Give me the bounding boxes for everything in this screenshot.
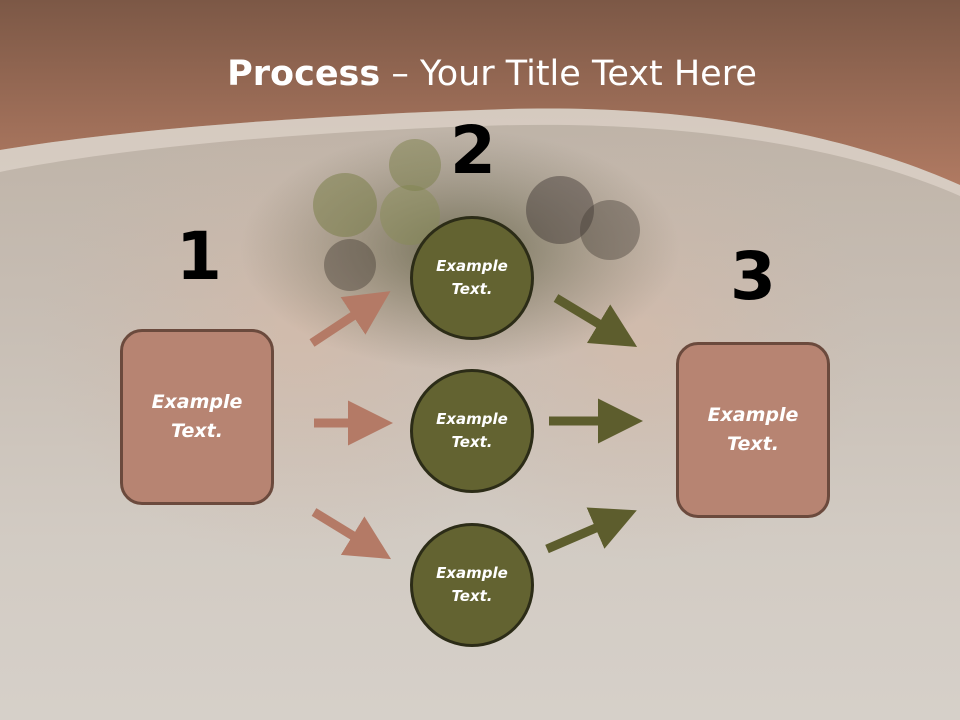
circle-text-middle: Example Text. bbox=[436, 410, 508, 451]
title-bold: Process bbox=[227, 54, 381, 94]
title-rest: – Your Title Text Here bbox=[380, 54, 757, 94]
step-number-1: 1 bbox=[176, 218, 222, 295]
start-box-text: Example Text. bbox=[151, 391, 243, 442]
process-circle-top: Example Text. bbox=[410, 216, 534, 340]
slide-title: Process – Your Title Text Here bbox=[0, 52, 960, 96]
step-number-3: 3 bbox=[730, 238, 776, 315]
end-box-text: Example Text. bbox=[707, 404, 799, 455]
circle-text-bottom: Example Text. bbox=[436, 564, 508, 605]
start-box: Example Text. bbox=[120, 329, 274, 505]
process-circle-middle: Example Text. bbox=[410, 369, 534, 493]
circle-text-top: Example Text. bbox=[436, 257, 508, 298]
step-number-2: 2 bbox=[450, 112, 496, 189]
end-box: Example Text. bbox=[676, 342, 830, 518]
process-circle-bottom: Example Text. bbox=[410, 523, 534, 647]
